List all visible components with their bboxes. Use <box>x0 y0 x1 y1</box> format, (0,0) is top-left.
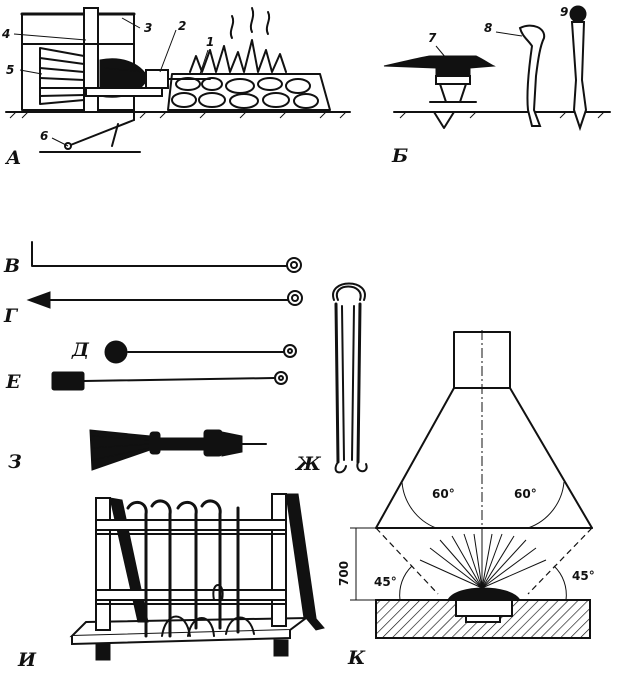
panel-z-broom: З <box>8 429 267 473</box>
panel-a-forge: 4 5 3 2 1 6 А <box>1 7 351 169</box>
panel-label-k: К <box>347 647 366 669</box>
callout-8: 8 <box>484 21 492 35</box>
callout-9: 9 <box>560 5 568 19</box>
callout-2: 2 <box>178 19 186 33</box>
panel-zh-tongs: Ж <box>294 282 368 475</box>
callout-3: 3 <box>144 21 152 35</box>
ground-hatch <box>9 111 347 119</box>
callout-1: 1 <box>206 35 214 49</box>
stake-8-icon <box>518 24 546 127</box>
anvil-icon <box>383 55 496 129</box>
heat-rays <box>419 532 547 589</box>
angle-60-left: 60° <box>432 487 455 501</box>
panel-i-tool-rack: И <box>17 493 325 671</box>
panel-label-v: В <box>3 255 20 277</box>
height-700: 700 <box>337 561 351 586</box>
angle-60-right: 60° <box>514 487 537 501</box>
callout-5: 5 <box>6 63 14 77</box>
panel-label-z: З <box>8 451 22 473</box>
panel-label-g: Г <box>3 305 19 327</box>
panel-label-e: Е <box>5 371 21 393</box>
angle-45-left: 45° <box>374 575 397 589</box>
broom-bristles <box>91 435 151 461</box>
panel-v-poker: В <box>3 241 302 277</box>
rack-tools <box>126 499 255 638</box>
panel-k-exhaust-hood: 60° 60° 45° 45° <box>337 330 595 669</box>
panel-b-anvil: 7 8 9 Б <box>383 5 611 167</box>
panel-label-a: А <box>4 147 21 169</box>
callout-7: 7 <box>428 31 437 45</box>
stake-9-icon <box>569 5 588 132</box>
panel-e-brush: Е <box>5 371 288 393</box>
panel-label-i: И <box>17 649 37 671</box>
panel-d-ball-tool: Д <box>71 339 297 364</box>
callout-4: 4 <box>1 27 10 41</box>
panel-label-d: Д <box>71 339 90 361</box>
callout-6: 6 <box>40 129 48 143</box>
panel-label-zh: Ж <box>294 453 322 475</box>
panel-label-b: Б <box>391 145 408 167</box>
angle-45-right: 45° <box>572 569 595 583</box>
forge-hearth <box>167 7 331 111</box>
panel-g-pointed-poker: Г <box>3 290 303 327</box>
